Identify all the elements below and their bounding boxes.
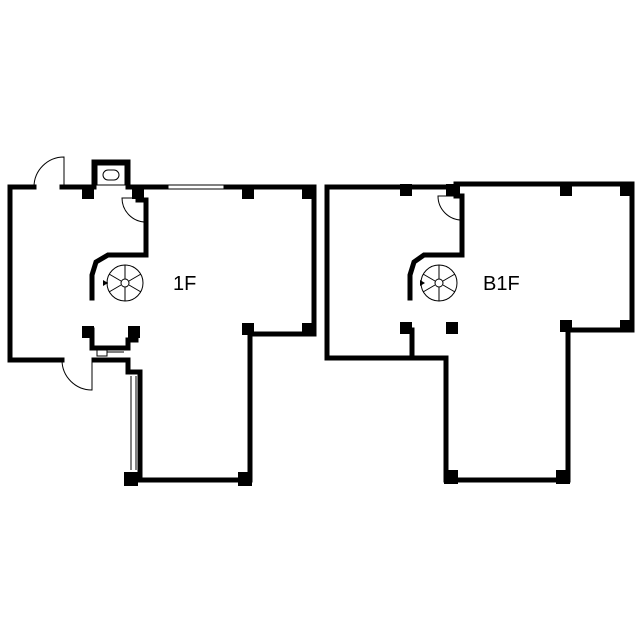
1f-toilet-icon: [102, 169, 120, 181]
1f-entrance-door-bottom: [61, 359, 93, 391]
1f-outer-wall-right: [91, 184, 317, 483]
1f-partition-lower: [89, 327, 139, 351]
floor-plan-1f: 1F: [7, 156, 317, 486]
b1f-inner-door: [437, 195, 463, 221]
floor-label-1f: 1F: [173, 273, 196, 295]
b1f-outer-wall: [324, 181, 635, 483]
1f-toilet-room: [96, 164, 126, 186]
b1f-partition-upper: [407, 184, 465, 301]
1f-inner-door: [121, 197, 147, 223]
1f-outer-wall-top: [59, 159, 169, 190]
b1f-columns: [400, 184, 632, 484]
floor-plan-b1f: B1F: [324, 181, 635, 484]
1f-entrance-door-top: [33, 156, 65, 188]
1f-columns: [82, 187, 314, 486]
1f-outer-wall: [7, 184, 65, 363]
floor-label-b1f: B1F: [483, 273, 520, 295]
b1f-spiral-stair-icon: [420, 264, 458, 302]
1f-spiral-stair-icon: [103, 264, 144, 302]
1f-partition-upper: [89, 187, 149, 301]
